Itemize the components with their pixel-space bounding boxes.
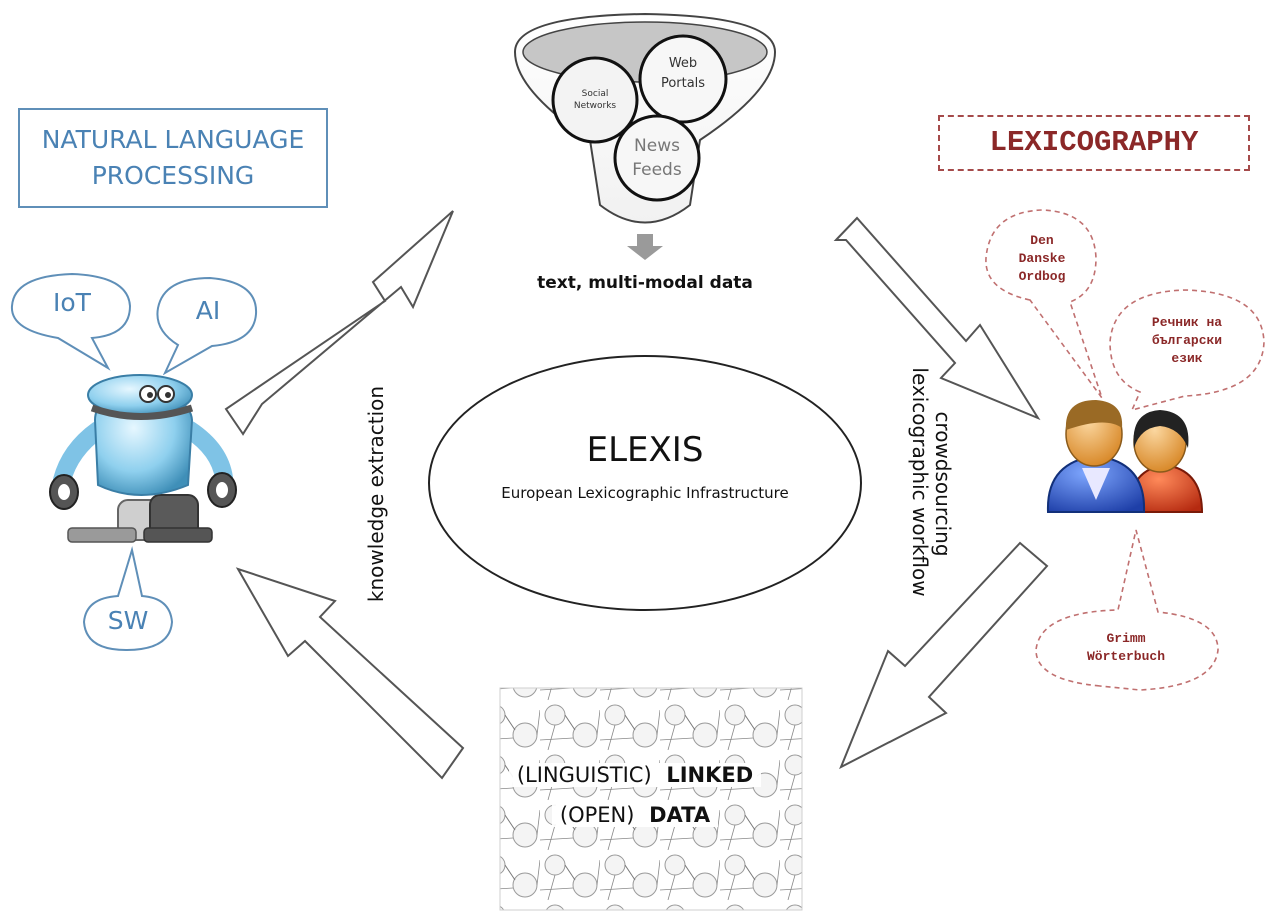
web-portals-line2: Portals [660, 76, 706, 91]
arrow-funnel-to-lexicography [833, 216, 1041, 421]
social-networks-label: Social Networks [573, 89, 617, 111]
web-portals-circle [638, 34, 728, 124]
people-icon [1046, 400, 1204, 513]
nlp-line1: NATURAL LANGUAGE [41, 125, 305, 154]
danish-dictionary-bubble [985, 209, 1103, 399]
nlp-line2: PROCESSING [91, 161, 255, 190]
iot-bubble [10, 272, 132, 371]
arrow-lexicography-to-linked-data [839, 541, 1049, 770]
linked-data-label: (LINGUISTIC) LINKED (OPEN) DATA [470, 755, 800, 835]
elexis-ellipse [428, 355, 862, 611]
crowdsourcing-label: crowdsourcing [931, 411, 955, 557]
news-feeds-line2: Feeds [632, 160, 682, 180]
news-feeds-line1: News [634, 136, 680, 156]
knowledge-extraction-label: knowledge extraction [364, 385, 388, 603]
web-portals-line1: Web [668, 56, 698, 71]
iot-label: IoT [53, 288, 91, 317]
arrow-nlp-to-funnel [224, 210, 454, 436]
arrow-linked-data-to-robot [235, 567, 465, 780]
data-label: DATA [645, 803, 715, 827]
elexis-subtitle: European Lexicographic Infrastructure [501, 484, 789, 502]
danish-dictionary-label: Den Danske Ordbog [1018, 233, 1066, 284]
sw-label: SW [107, 606, 149, 635]
lexicographic-workflow-label: lexicographic workflow [908, 367, 932, 597]
grimm-dictionary-bubble [1035, 529, 1219, 691]
data-funnel [513, 12, 777, 260]
robot-icon [49, 374, 237, 543]
ai-label: AI [195, 296, 221, 325]
news-feeds-circle [613, 114, 701, 202]
linked-label: LINKED [662, 763, 758, 787]
linguistic-label: (LINGUISTIC) [512, 763, 663, 787]
grimm-dictionary-label: Grimm Wörterbuch [1086, 631, 1165, 664]
sw-bubble [82, 546, 174, 652]
text-multimodal-label: text, multi-modal data [537, 273, 753, 293]
bulgarian-dictionary-bubble [1109, 289, 1265, 412]
bulgarian-dictionary-label: Речник на български език [1151, 315, 1223, 366]
linked-data-network [499, 687, 803, 911]
nlp-label-box: NATURAL LANGUAGE PROCESSING [18, 108, 328, 208]
ai-bubble [156, 276, 258, 376]
elexis-title: ELEXIS [586, 430, 704, 470]
lexicography-label: LEXICOGRAPHY [938, 115, 1250, 171]
down-arrow-icon [627, 234, 663, 260]
open-label: (OPEN) [555, 803, 646, 827]
social-networks-circle [551, 56, 639, 144]
